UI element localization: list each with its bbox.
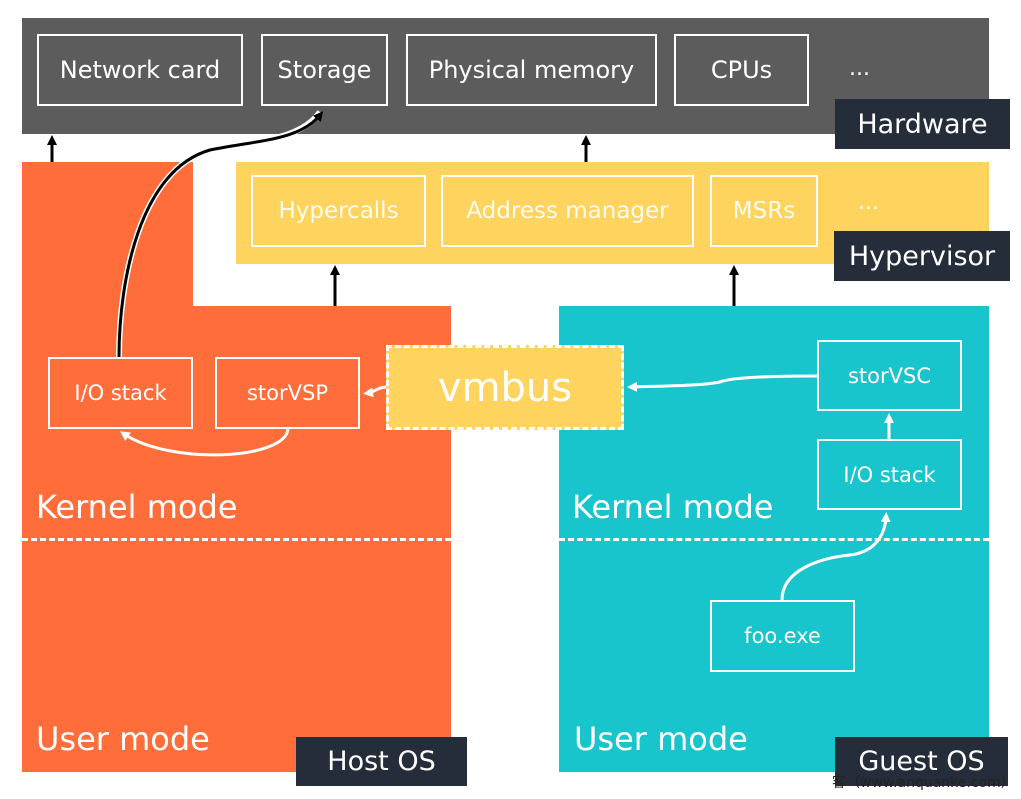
vmbus-box: vmbus (386, 345, 624, 430)
hypercalls-box: Hypercalls (251, 175, 426, 247)
storage-box: Storage (261, 34, 388, 106)
network-card-box: Network card (37, 34, 243, 106)
io-stack-to-storage-arrow (117, 111, 324, 358)
hardware-more: ... (849, 56, 870, 81)
guest-mode-divider (559, 538, 989, 541)
hardware-layer (22, 18, 989, 134)
foo-exe-to-io-stack-arrow (780, 512, 891, 601)
cpus-box: CPUs (674, 34, 809, 106)
vmbus-to-storvsp-arrow (363, 385, 387, 398)
physical-memory-box: Physical memory (406, 34, 657, 106)
hypervisor-more: ... (858, 190, 879, 215)
guest-os-tag: Guest OS (835, 737, 1008, 786)
watermark: 客（www.anquanke.com） (832, 775, 1015, 791)
storvsc-box: storVSC (817, 340, 962, 411)
foo-exe-box: foo.exe (710, 600, 855, 672)
host-kernel-mode-label: Kernel mode (36, 488, 238, 526)
hardware-tag: Hardware (835, 99, 1010, 149)
guest-kernel-mode-label: Kernel mode (572, 488, 774, 526)
host-io-stack-box: I/O stack (48, 357, 193, 429)
guest-user-mode-label: User mode (574, 720, 748, 758)
storvsc-to-vmbus-arrow (627, 374, 818, 392)
hypervisor-tag: Hypervisor (834, 231, 1010, 281)
guest-io-stack-box: I/O stack (817, 439, 962, 510)
storvsp-to-io-stack-arrow (119, 428, 290, 457)
host-os-tag: Host OS (296, 737, 467, 786)
storvsp-box: storVSP (215, 357, 360, 429)
host-user-mode-label: User mode (36, 720, 210, 758)
host-mode-divider (22, 538, 451, 541)
msrs-box: MSRs (710, 175, 818, 247)
address-manager-box: Address manager (441, 175, 694, 247)
